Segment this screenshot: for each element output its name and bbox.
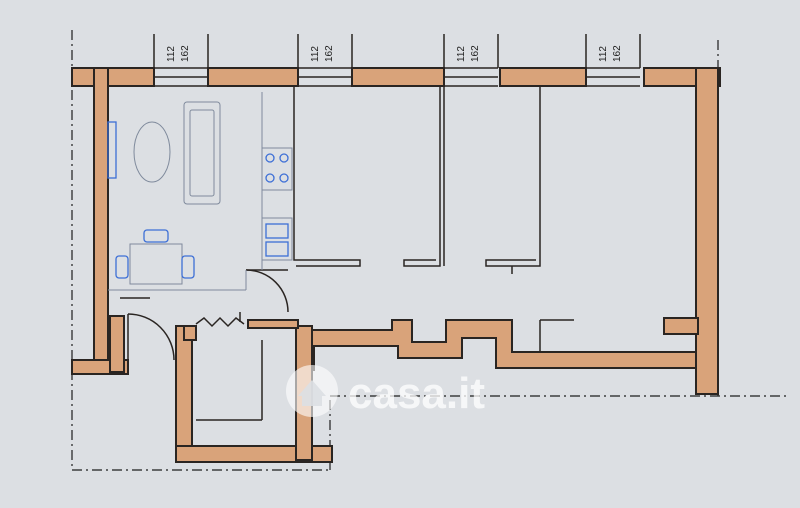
window-dimension-label: 162 [180,45,191,62]
chair-icon [181,255,195,279]
radiator-icon [107,121,117,179]
window-dimension-label: 112 [598,46,609,62]
watermark: casa.it [286,365,485,418]
kitchen-door [245,269,289,313]
window-dimension-label: 112 [310,46,321,62]
watermark-text: casa.it [348,369,485,418]
sofa-icon [183,101,221,205]
doors [127,269,289,361]
partitions [120,86,574,421]
chair-icon [143,229,169,243]
coffee-table-icon [133,121,171,183]
living-kitchen-furniture [107,92,293,291]
window-dimension-label: 162 [470,45,481,62]
window-dimension-label: 162 [324,45,335,62]
stove-icon [261,147,293,191]
bathroom-door [195,312,245,328]
entrance-door [127,313,175,361]
window-dimension-label: 112 [166,46,177,62]
dining-table-icon [129,243,183,285]
chair-icon [115,255,129,279]
window-dimension-label: 162 [612,45,623,62]
window-dimension-label: 112 [456,46,467,62]
